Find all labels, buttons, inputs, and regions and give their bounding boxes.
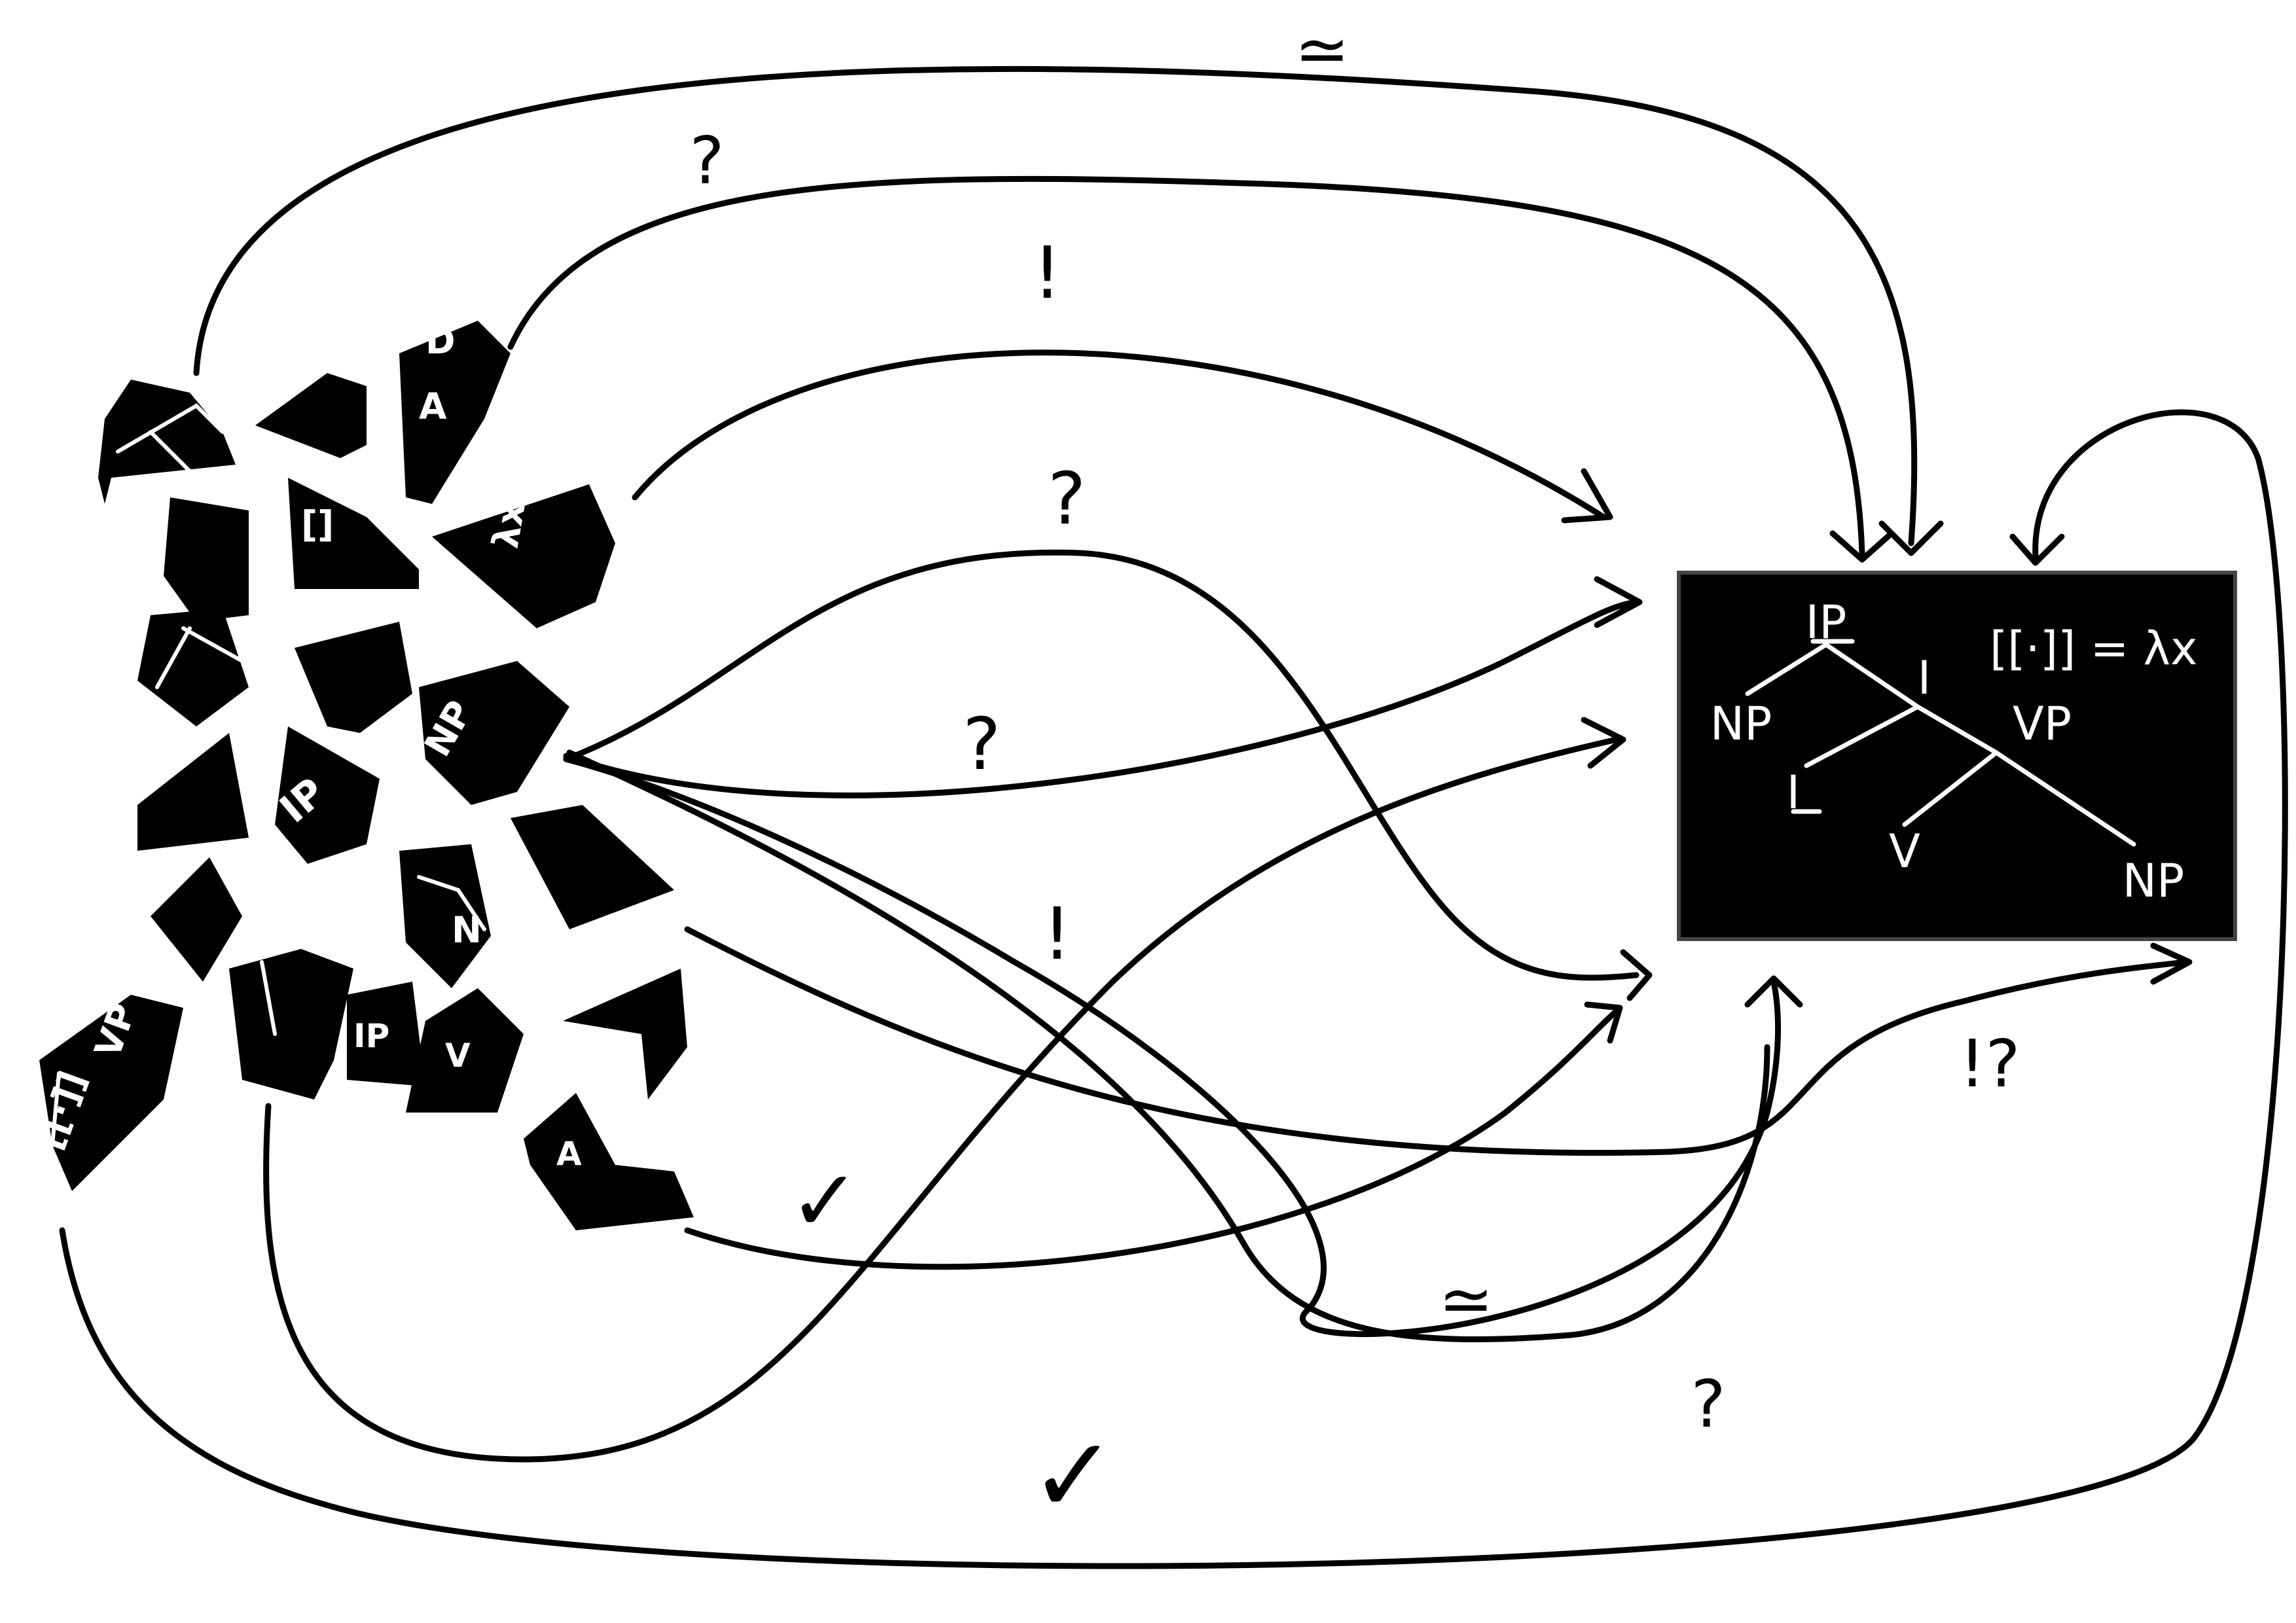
syntax-tree-branches [1745,639,2136,847]
fragment-shard [524,1093,694,1230]
fragment-shard [295,622,412,733]
chalkboard: IP NP I I VP V NP [[·]] = λx [1677,571,2237,941]
fragment-label: [] [301,503,334,545]
label-mid-question-2: ? [963,702,1001,786]
fragment-shard [347,982,425,1086]
tree-node-i-head: I [1787,766,1801,819]
arrow-curve-top-approx [193,65,1918,546]
arrow-curve-mid-question-2 [563,599,1640,798]
tree-node-np-subject: NP [1710,697,1772,751]
fragment-shard [98,380,236,504]
tree-node-vp: VP [2013,697,2072,751]
chalkboard-frame [1677,571,2237,941]
label-upper-exclaim: ! [1033,231,1062,315]
fragment-shard [164,497,249,622]
fragment-shard [511,805,674,929]
fragment-label: N [452,909,482,951]
arrow-curve-upper-exclaim [632,349,1607,520]
fragment-shard [419,661,569,805]
fragment-shard [39,995,183,1191]
label-lower-exclaim: ! [1043,892,1071,976]
fragment-label: A [419,385,447,427]
fragment-shard [406,988,524,1113]
fragment-label: A [556,1135,582,1173]
fragment-shard [288,478,419,589]
tree-node-v: V [1889,825,1920,878]
arrowhead-interrobang [2150,942,2193,985]
fragment-label: D [425,320,456,362]
label-interrobang: !? [1959,1026,2020,1102]
arrow-curves [59,65,2288,1569]
fragment-shard [229,949,353,1099]
label-bottom-check: ✓ [1030,1414,1117,1537]
arrow-curve-bottom-approx [263,736,1620,1463]
arrowhead-upper-exclaim [1561,468,1613,524]
fragment-shard [399,321,511,504]
tree-node-i-bar: I [1918,651,1931,705]
fragment-shard [275,726,380,864]
fragment-shard [432,484,615,628]
syntax-tree-labels: IP NP I I VP V NP [[·]] = λx [1710,596,2198,908]
label-bottom-question: ? [1691,1366,1725,1442]
arrowhead-mid-question [1620,949,1653,1001]
label-top-approx: ≃ [1295,11,1350,88]
arrowhead-bottom-approx [1581,717,1626,769]
arrowhead-right-loop [2009,533,2065,566]
arrow-curve-top-question [507,175,1865,556]
fragment-scribbles [50,403,486,1147]
fragment-shard [151,857,242,982]
arrow-labels: ≃ ? ! ? ? ! !? ✓ ≃ ? ✓ [689,11,2020,1537]
fragment-shard [137,609,249,726]
shattered-fragments [39,321,694,1230]
arrow-curve-right-loop [59,409,2288,1569]
arrowhead-to-tree-mid [1744,975,1803,1008]
label-top-question: ? [689,122,724,199]
fragment-label: V [445,1037,471,1075]
label-bottom-approx: ≃ [1439,1261,1494,1338]
tree-node-ip: IP [1806,596,1847,649]
arrow-curve-lower-exclaim [566,749,1770,1343]
label-mid-question: ? [1048,457,1086,541]
tree-formula: [[·]] = λx [1990,622,2198,675]
fragment-shard [255,373,367,458]
arrowhead-top-question [1829,530,1895,563]
fragment-label: λx [484,499,533,551]
arrow-curve-interrobang [684,926,2189,1156]
arrowhead-check-mid [1584,1001,1623,1044]
fragment-label: IP [353,1017,389,1055]
arrow-curve-mid-question [563,549,1640,981]
fragment-shard [563,969,687,1099]
fragment-shard [399,844,491,988]
label-check-mid: ✓ [789,1151,861,1251]
fragment-shard [137,733,249,851]
arrowhead-mid-question-2 [1594,576,1643,628]
tree-node-np-object: NP [2123,854,2185,908]
